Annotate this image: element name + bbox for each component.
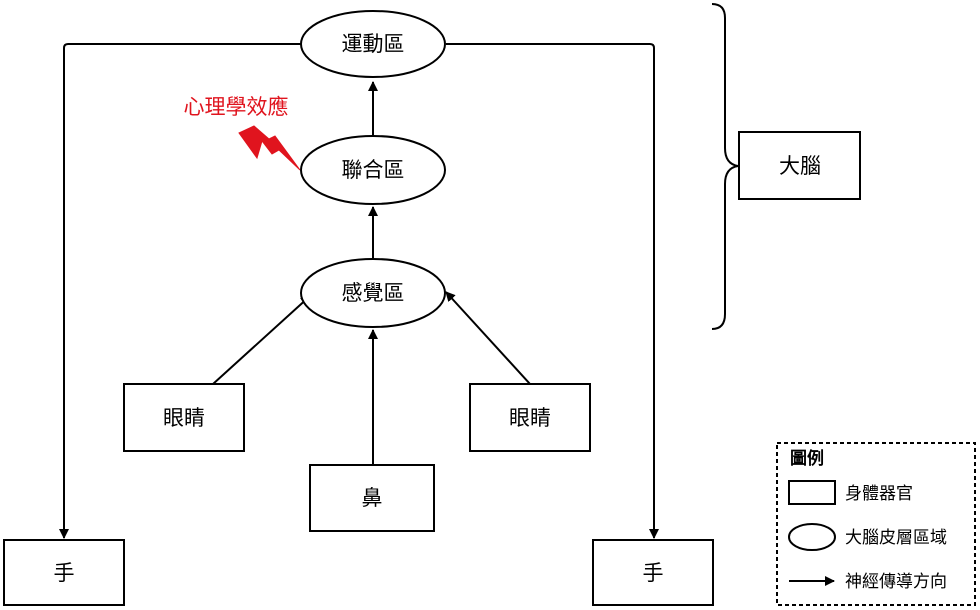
connectors — [59, 43, 659, 539]
motor-region-label: 運動區 — [342, 32, 405, 56]
arrow-left-eye-to-sensory — [212, 295, 311, 385]
brain-brace — [711, 3, 739, 330]
legend: 圖例 身體器官 大腦皮層區域 神經傳導方向 — [776, 442, 976, 606]
legend-cortex-region-label: 大腦皮層區域 — [845, 528, 947, 548]
arrow-motor-to-left-hand — [59, 43, 302, 539]
brain-group-box: 大腦 — [738, 131, 861, 200]
left-eye-box: 眼睛 — [123, 383, 245, 452]
right-eye-label: 眼睛 — [509, 406, 551, 430]
nose-label: 鼻 — [362, 486, 383, 510]
motor-region: 運動區 — [300, 10, 446, 78]
psych-effect-label: 心理學效應 — [184, 95, 289, 119]
legend-rect-swatch — [788, 480, 836, 505]
right-hand-label: 手 — [643, 561, 664, 585]
sensory-region-label: 感覺區 — [342, 281, 405, 305]
arrow-right-eye-to-sensory — [445, 291, 531, 385]
nose-box: 鼻 — [309, 464, 435, 532]
left-hand-box: 手 — [3, 539, 125, 606]
association-region: 聯合區 — [300, 135, 446, 205]
brain-group-label: 大腦 — [779, 154, 821, 178]
left-eye-label: 眼睛 — [163, 406, 205, 430]
right-hand-box: 手 — [592, 539, 714, 606]
lightning-bolt-icon — [238, 125, 301, 171]
sensory-region: 感覺區 — [300, 258, 446, 328]
arrow-motor-to-right-hand — [446, 43, 659, 539]
legend-nerve-direction-label: 神經傳導方向 — [845, 572, 947, 592]
legend-title: 圖例 — [790, 448, 824, 469]
association-region-label: 聯合區 — [342, 158, 405, 182]
right-eye-box: 眼睛 — [469, 383, 591, 452]
legend-ellipse-swatch — [788, 523, 836, 551]
left-hand-label: 手 — [54, 561, 75, 585]
legend-body-organ-label: 身體器官 — [845, 484, 913, 504]
